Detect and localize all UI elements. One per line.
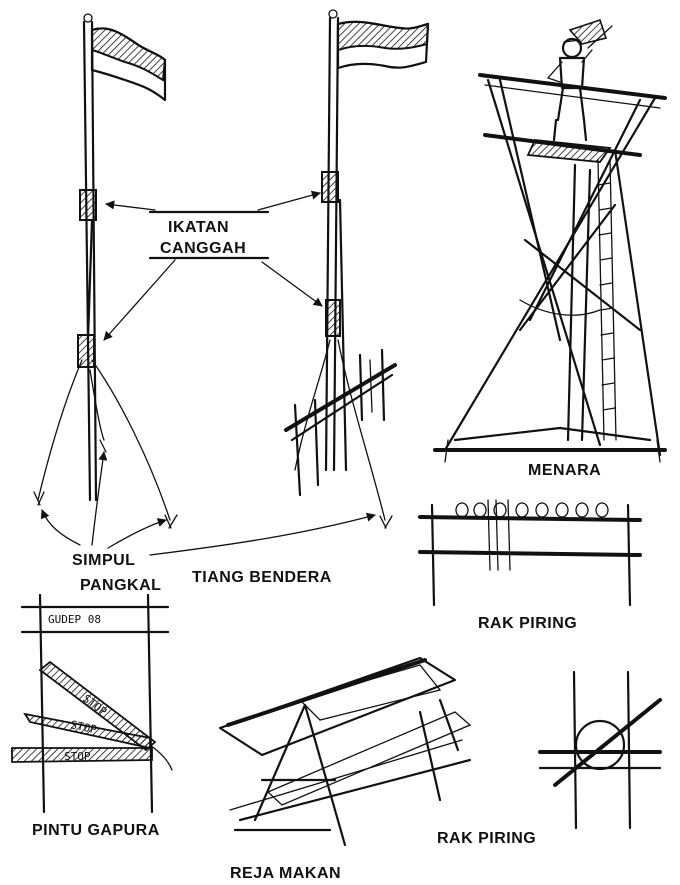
label-simpul-pangkal: SIMPUL PANGKAL <box>40 451 376 594</box>
rak-piring-1 <box>418 499 642 607</box>
stop-text-3: STOP <box>64 750 91 763</box>
canggah-label: CANGGAH <box>160 240 246 257</box>
rak-piring-label-2: RAK PIRING <box>437 830 536 847</box>
menara-tower <box>433 18 667 463</box>
reja-makan-label: REJA MAKAN <box>230 865 341 882</box>
simpul-label: SIMPUL <box>72 552 135 569</box>
gate-sign-text: GUDEP 08 <box>48 613 101 626</box>
rak-piring-2 <box>538 670 662 830</box>
tiang-bendera-label: TIANG BENDERA <box>192 569 332 586</box>
barrier-pole-2: STOP <box>23 712 151 750</box>
reja-makan <box>218 656 472 847</box>
pintu-gapura-label: PINTU GAPURA <box>32 822 160 839</box>
rak-piring-label-1: RAK PIRING <box>478 615 577 632</box>
barrier-pole-3: STOP <box>11 747 153 763</box>
scout-figure <box>546 18 613 142</box>
flagpole-center <box>284 9 430 529</box>
menara-label: MENARA <box>528 462 601 479</box>
pangkal-label: PANGKAL <box>80 577 161 594</box>
stop-text-2: STOP <box>69 718 98 736</box>
flagpole-left <box>33 13 178 529</box>
ikatan-label: IKATAN <box>168 219 229 236</box>
label-ikatan-canggah: IKATAN CANGGAH <box>103 190 323 341</box>
pintu-gapura: GUDEP 08 STOP STOP STOP <box>11 593 173 814</box>
